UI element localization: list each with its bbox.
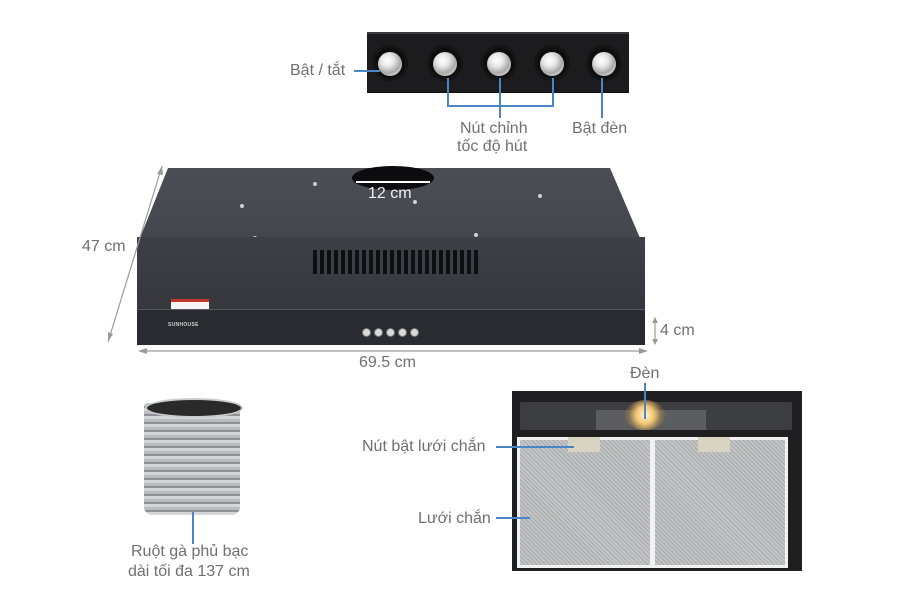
speed-callout-line-left — [447, 78, 449, 106]
light-knob — [589, 48, 619, 78]
latch-label: Nút bật lưới chắn — [362, 438, 486, 455]
power-callout-line — [354, 70, 380, 72]
height-label: 4 cm — [660, 322, 695, 339]
filter-label: Lưới chắn — [418, 510, 491, 527]
speed-knob-3 — [537, 48, 567, 78]
brand-logo: SUNHOUSE — [168, 322, 199, 328]
flex-duct-opening — [145, 398, 243, 418]
duct-diameter-label: 12 cm — [368, 185, 412, 202]
filter-latch-right — [698, 437, 730, 452]
screw — [313, 182, 317, 186]
light-callout-line — [601, 78, 603, 118]
lamp-label: Đèn — [630, 365, 660, 382]
width-dimension-arrow — [138, 348, 648, 354]
power-knob — [375, 48, 405, 78]
aluminum-flex-duct — [144, 403, 240, 515]
latch-callout-line — [496, 446, 574, 448]
width-label: 69.5 cm — [359, 354, 416, 371]
screw — [413, 200, 417, 204]
height-dimension-arrow — [652, 317, 658, 345]
screw — [474, 233, 478, 237]
speed-label-line1: Nút chỉnh — [460, 120, 528, 137]
power-label: Bật / tắt — [290, 62, 346, 79]
hood-button-speed-3 — [398, 328, 407, 337]
duct-diameter-arrow — [356, 181, 430, 183]
speed-label-line2: tốc độ hút — [457, 138, 528, 155]
control-panel-closeup — [367, 32, 629, 93]
depth-label: 47 cm — [82, 238, 126, 255]
speed-callout-line-right — [552, 78, 554, 106]
grease-filter-right — [652, 437, 788, 568]
grease-filter-left — [517, 437, 653, 568]
air-vent-grille — [313, 250, 478, 274]
light-label: Bật đèn — [572, 120, 628, 137]
lamp-callout-line — [644, 383, 646, 419]
speed-callout-line-center — [499, 78, 501, 118]
filter-latch-left — [568, 437, 600, 452]
depth-dimension-arrow — [107, 165, 163, 343]
filter-callout-line — [496, 517, 530, 519]
screw — [538, 194, 542, 198]
hood-button-power — [362, 328, 371, 337]
speed-knob-1 — [430, 48, 460, 78]
hood-button-speed-1 — [374, 328, 383, 337]
screw — [240, 204, 244, 208]
hood-button-speed-2 — [386, 328, 395, 337]
hood-control-strip — [137, 309, 645, 345]
speed-callout-bar — [447, 105, 554, 107]
duct-label-line1: Ruột gà phủ bạc — [131, 543, 249, 560]
duct-outlet-hole — [352, 166, 434, 190]
hood-button-light — [410, 328, 419, 337]
duct-label-line2: dài tối đa 137 cm — [128, 563, 250, 580]
speed-knob-2 — [484, 48, 514, 78]
duct-callout-line — [192, 512, 194, 544]
